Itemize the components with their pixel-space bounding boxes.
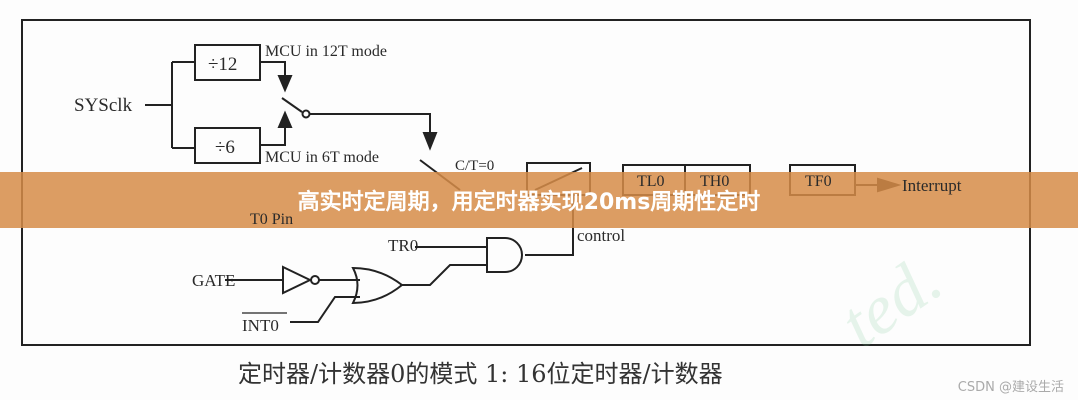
sysclk-label: SYSclk — [74, 95, 133, 116]
switch-pivot — [301, 109, 311, 119]
control-label: control — [577, 226, 625, 245]
div6-label: ÷6 — [215, 137, 235, 158]
div12-label: ÷12 — [208, 54, 237, 75]
title-banner: 高实时定周期，用定时器实现20ms周期性定时 — [0, 172, 1078, 228]
arrow-icon — [277, 75, 293, 128]
figure-caption: 定时器/计数器0的模式 1: 16位定时器/计数器 — [238, 360, 723, 388]
article-title: 高实时定周期，用定时器实现20ms周期性定时 — [297, 190, 761, 215]
and-gate — [486, 237, 523, 273]
mode6-label: MCU in 6T mode — [265, 149, 379, 166]
gate-label: GATE — [192, 271, 235, 290]
clock-switch — [281, 97, 303, 113]
and-inputs — [400, 246, 487, 286]
mode12-label: MCU in 12T mode — [265, 43, 387, 60]
or-gate — [351, 266, 404, 305]
tr0-label: TR0 — [388, 236, 418, 255]
arrow-icon — [422, 132, 438, 151]
clock-wires — [145, 61, 195, 149]
divider-wires — [260, 61, 286, 146]
or-inputs — [290, 279, 360, 323]
int0-label: INT0 — [242, 316, 279, 335]
switch-wire — [310, 113, 431, 135]
csdn-watermark: CSDN @建设生活 — [957, 380, 1064, 395]
not-gate — [282, 265, 313, 295]
